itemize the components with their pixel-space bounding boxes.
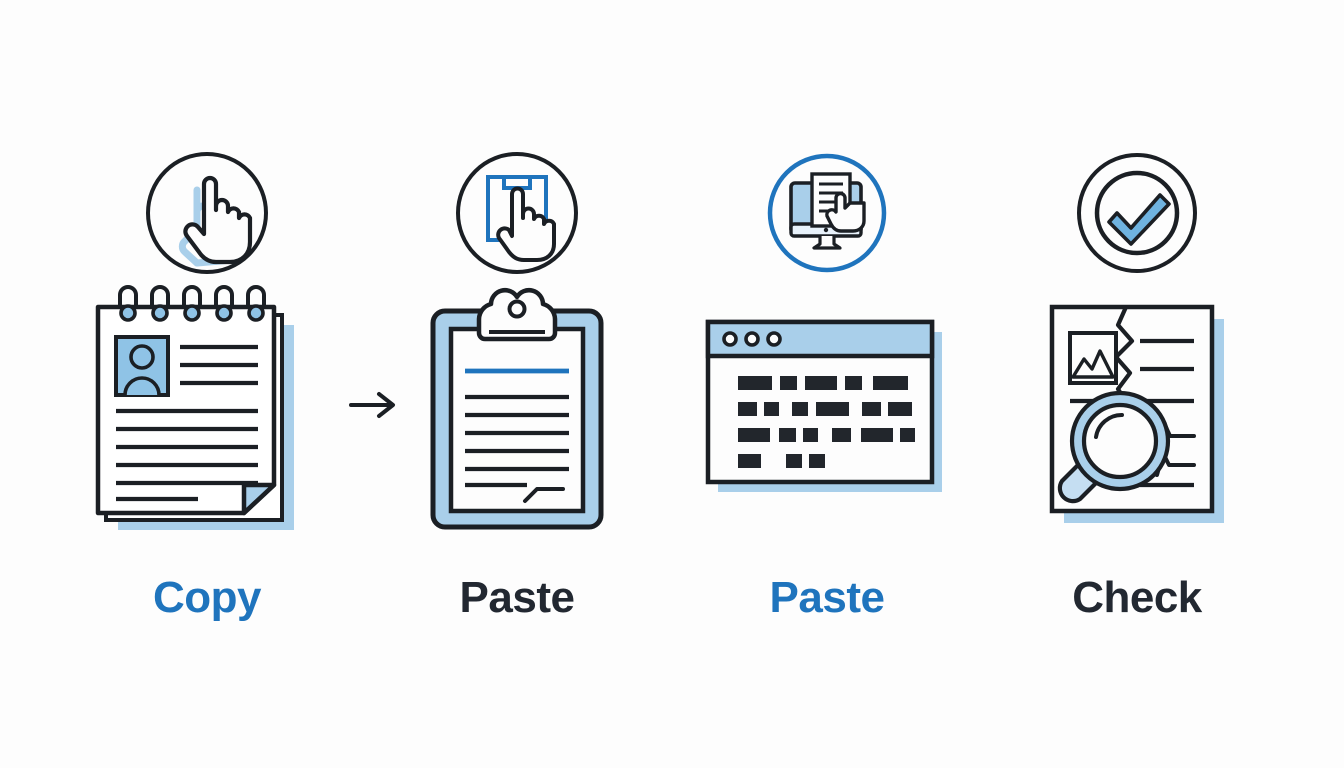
notepad-text-lines — [116, 344, 258, 502]
monitor-document-hand-icon — [767, 153, 887, 273]
pointing-hand-icon — [146, 152, 268, 274]
step-label-paste-browser: Paste — [769, 573, 885, 622]
magnifier-ring-inner — [1081, 402, 1159, 480]
browser-titlebar — [705, 319, 935, 359]
clipboard-signature-stroke — [523, 487, 565, 503]
step-paste-browser[interactable]: Paste — [672, 0, 982, 768]
notepad-spiral-binding — [118, 285, 266, 322]
art-torn-document-magnifier — [1012, 294, 1262, 534]
checkmark-shape — [1107, 193, 1171, 246]
badge-pointing-hand — [144, 150, 270, 276]
magnifier-icon — [1057, 390, 1171, 504]
spiral-notepad-document-icon — [95, 285, 294, 530]
clipboard-text-lines — [465, 394, 569, 488]
art-clipboard — [392, 287, 642, 534]
step-paste-clipboard[interactable]: Paste — [362, 0, 672, 768]
document-thumbnail — [1068, 331, 1118, 385]
clipboard-clip — [476, 287, 558, 342]
check-circle-icon — [1077, 153, 1197, 273]
notepad-folded-corner — [241, 482, 277, 516]
torn-document-magnifier-icon — [1049, 304, 1224, 523]
magnifier-ring-outer — [1069, 390, 1171, 492]
hand-on-box-icon — [456, 152, 578, 274]
connector-arrow — [345, 385, 405, 425]
art-notepad — [82, 285, 332, 534]
clipboard-document-icon — [430, 287, 604, 530]
arrow-right-icon — [349, 392, 395, 418]
step-copy[interactable]: Copy — [52, 0, 362, 768]
badge-hand-on-box — [454, 150, 580, 276]
badge-check-circle — [1074, 150, 1200, 276]
notepad-avatar-photo — [114, 335, 170, 397]
art-browser-window — [702, 294, 952, 534]
browser-window-text-icon — [705, 319, 942, 492]
step-label-check: Check — [1072, 573, 1202, 622]
step-check[interactable]: Check — [982, 0, 1292, 768]
hand-outline — [496, 186, 556, 262]
badge-monitor-document-hand — [764, 150, 890, 276]
magnifier-glint — [1094, 412, 1124, 439]
browser-text-blocks — [738, 376, 915, 468]
hand-outline — [825, 191, 866, 233]
step-label-copy: Copy — [153, 573, 262, 622]
browser-window-dots[interactable] — [722, 331, 782, 347]
step-label-paste-clipboard: Paste — [459, 573, 575, 622]
hand-outline — [183, 175, 253, 265]
magnifier-lens-ring-blue — [1071, 392, 1169, 490]
